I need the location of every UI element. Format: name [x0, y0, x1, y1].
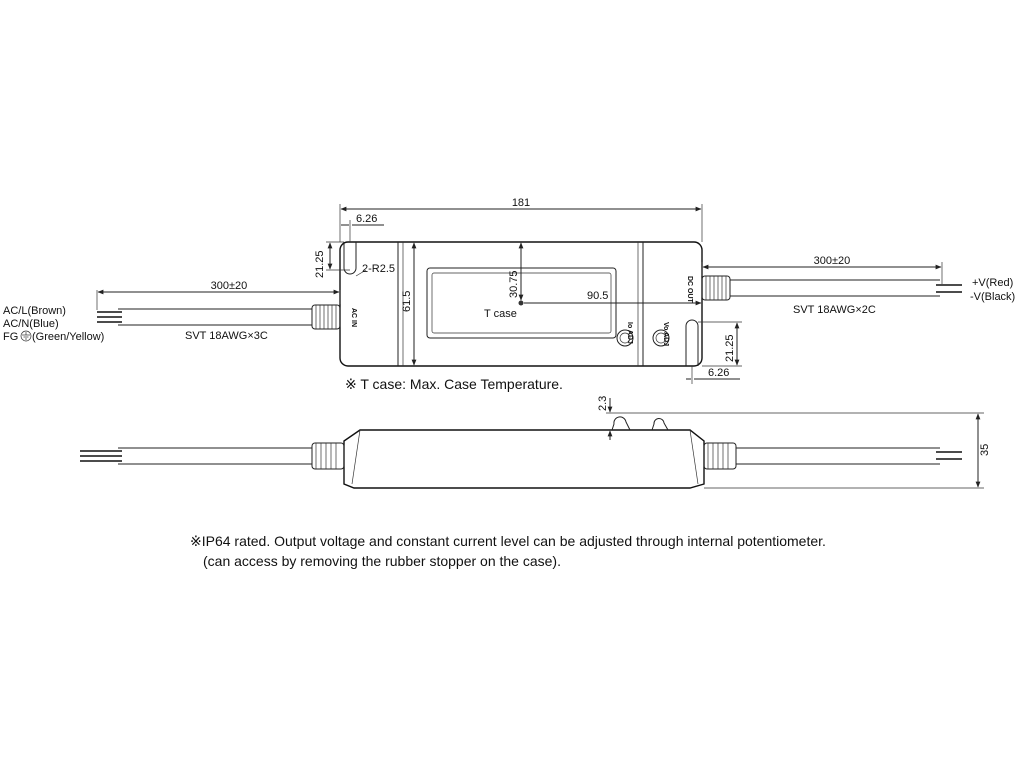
side-view: 2.3 35 [80, 396, 991, 489]
dc-out-label: DC OUT [686, 276, 693, 304]
side-case-outline [343, 429, 705, 489]
svg-text:181: 181 [512, 197, 530, 209]
input-wire-label-fg-color: (Green/Yellow) [32, 331, 104, 343]
dim-mount-offset-bottom: 6.26 [686, 366, 740, 384]
io-adj-label: Io ADJ [626, 322, 633, 344]
mounting-slot-right [685, 319, 699, 366]
svg-text:300±20: 300±20 [211, 280, 248, 292]
input-cable-spec: SVT 18AWG×3C [185, 330, 268, 342]
tcase-note: ※ T case: Max. Case Temperature. [345, 376, 563, 392]
output-wire-label-pos: +V(Red) [972, 277, 1013, 289]
side-output-strain-relief [703, 442, 737, 470]
svg-text:30.75: 30.75 [508, 270, 520, 298]
output-cable-spec: SVT 18AWG×2C [793, 304, 876, 316]
dim-mount-height-right: 21.25 [698, 321, 742, 367]
ac-in-label: AC IN [350, 308, 357, 327]
svg-text:300±20: 300±20 [814, 255, 851, 267]
tcase-label: T case [484, 308, 517, 320]
input-wire-label-n: AC/N(Blue) [3, 318, 59, 330]
svg-text:61.5: 61.5 [401, 291, 413, 312]
dim-tcase-horizontal: 90.5 [524, 290, 702, 306]
side-input-cable [80, 447, 312, 465]
input-cable [97, 308, 312, 326]
dim-input-cable-length: 300±20 [96, 280, 341, 310]
tcase-point [518, 300, 524, 306]
svg-text:21.25: 21.25 [724, 334, 736, 362]
dim-mount-offset-top: 6.26 [341, 213, 384, 242]
svg-text:6.26: 6.26 [356, 213, 377, 225]
svg-text:90.5: 90.5 [587, 290, 608, 302]
vo-adj-label: Vo ADJ [662, 322, 669, 346]
top-view: Io ADJ Vo ADJ T case AC IN DC OUT [3, 197, 1015, 384]
side-input-strain-relief [311, 442, 345, 470]
mounting-slot-left [343, 242, 357, 275]
io-adj-hole [616, 329, 634, 347]
svg-text:35: 35 [979, 444, 991, 456]
ground-symbol-icon [20, 330, 32, 342]
ip-rating-note-continued: (can access by removing the rubber stopp… [203, 553, 561, 569]
dim-overall-length: 181 [339, 197, 703, 242]
dim-stopper-height: 2.3 [597, 396, 984, 440]
dim-side-height: 35 [704, 413, 991, 489]
dim-body-height: 61.5 [401, 242, 417, 366]
svg-text:21.25: 21.25 [314, 250, 326, 278]
dim-mount-height-left: 21.25 [314, 241, 350, 278]
svg-text:6.26: 6.26 [708, 367, 729, 379]
input-strain-relief [311, 304, 341, 330]
output-wire-label-neg: -V(Black) [970, 291, 1015, 303]
side-output-cable [736, 447, 962, 465]
vo-adj-hole [652, 329, 670, 347]
dim-hole-radius: 2-R2.5 [362, 263, 395, 275]
input-wire-label-l: AC/L(Brown) [3, 305, 66, 317]
dim-output-cable-length: 300±20 [701, 255, 943, 284]
input-wire-label-fg: FG [3, 331, 18, 343]
svg-text:2.3: 2.3 [597, 396, 609, 411]
output-strain-relief [701, 275, 731, 301]
output-cable [730, 279, 962, 297]
dim-tcase-vertical: 30.75 [508, 242, 524, 301]
rubber-stopper [611, 416, 631, 431]
ip-rating-note: ※IP64 rated. Output voltage and constant… [190, 533, 826, 549]
